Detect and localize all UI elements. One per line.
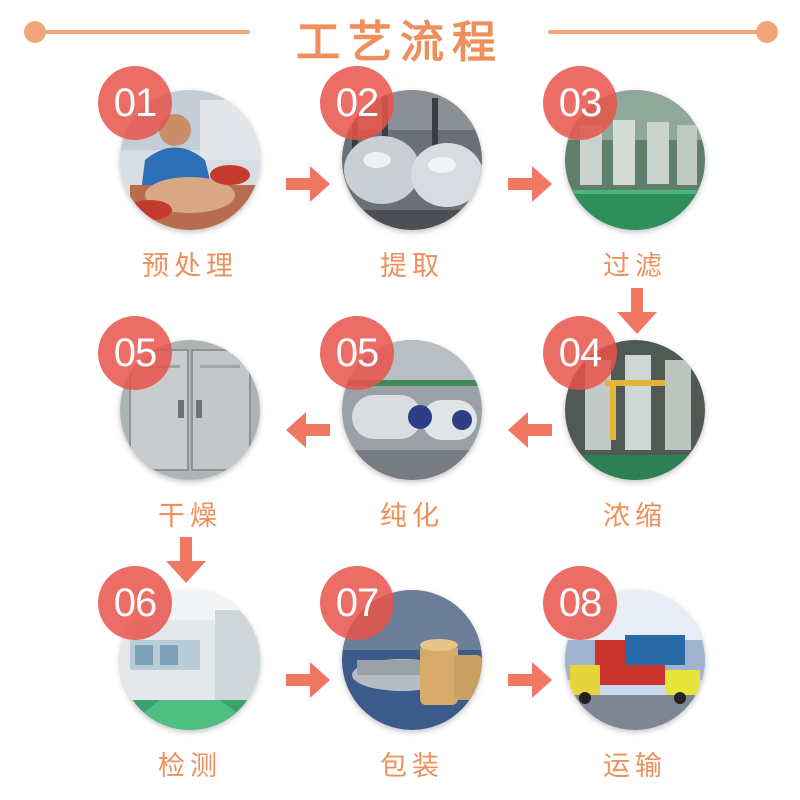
drying-oven-photo [120, 340, 260, 480]
step-label: 提取 [380, 251, 444, 282]
process-step-7: 06 检测 [98, 566, 280, 800]
step-number-badge: 05 [98, 316, 172, 390]
process-step-6: 05 干燥 [98, 316, 280, 550]
step-label: 预处理 [142, 251, 238, 282]
step-number-badge: 04 [543, 316, 617, 390]
arrow-right-icon [502, 652, 558, 708]
step-label: 纯化 [380, 501, 444, 532]
arrow-right-icon [280, 156, 336, 212]
header-right-line [548, 30, 768, 34]
step-number-badge: 05 [320, 316, 394, 390]
process-step-4: 04 浓缩 [543, 316, 725, 550]
header-right-dot [756, 21, 778, 43]
step-number-badge: 07 [320, 566, 394, 640]
process-step-3: 03 过滤 [543, 66, 725, 300]
step-number-badge: 03 [543, 66, 617, 140]
arrow-right-icon [502, 156, 558, 212]
process-step-1: 01 预处理 [98, 66, 280, 300]
header-left-line [34, 30, 250, 34]
arrow-down-icon [158, 533, 214, 589]
process-step-8: 07 包装 [320, 566, 502, 800]
step-label: 包装 [380, 751, 444, 782]
step-label: 运输 [603, 751, 667, 782]
arrow-down-icon [609, 284, 665, 340]
step-label: 检测 [158, 751, 222, 782]
header: 工艺流程 [0, 0, 800, 70]
arrow-right-icon [280, 652, 336, 708]
process-step-5: 05 纯化 [320, 316, 502, 550]
step-label: 浓缩 [603, 501, 667, 532]
step-number-badge: 02 [320, 66, 394, 140]
arrow-left-icon [280, 402, 336, 458]
process-step-9: 08 运输 [543, 566, 725, 800]
process-step-2: 02 提取 [320, 66, 502, 300]
page-title: 工艺流程 [296, 17, 504, 68]
step-number-badge: 08 [543, 566, 617, 640]
step-number-badge: 06 [98, 566, 172, 640]
step-label: 干燥 [158, 501, 222, 532]
step-number-badge: 01 [98, 66, 172, 140]
step-label: 过滤 [603, 251, 667, 282]
arrow-left-icon [502, 402, 558, 458]
